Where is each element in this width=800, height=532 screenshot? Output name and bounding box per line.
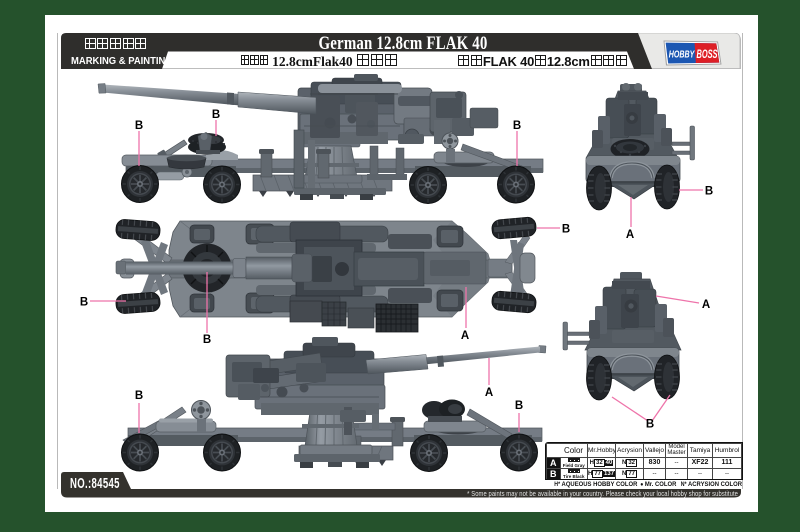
svg-text:B: B [203,334,211,346]
svg-text:A: A [485,387,493,399]
svg-text:B: B [515,400,523,412]
svg-text:A: A [626,229,634,241]
svg-text:B: B [562,224,570,236]
svg-text:A: A [702,299,710,311]
svg-text:HOBBY: HOBBY [669,49,695,61]
svg-text:B: B [212,109,220,121]
svg-text:B: B [646,419,654,431]
svg-text:B: B [705,186,713,198]
svg-text:B: B [135,390,143,402]
svg-text:B: B [80,297,88,309]
svg-text:A: A [461,330,469,342]
svg-text:BOSS: BOSS [697,47,718,61]
svg-text:B: B [513,120,521,132]
svg-text:B: B [135,120,143,132]
